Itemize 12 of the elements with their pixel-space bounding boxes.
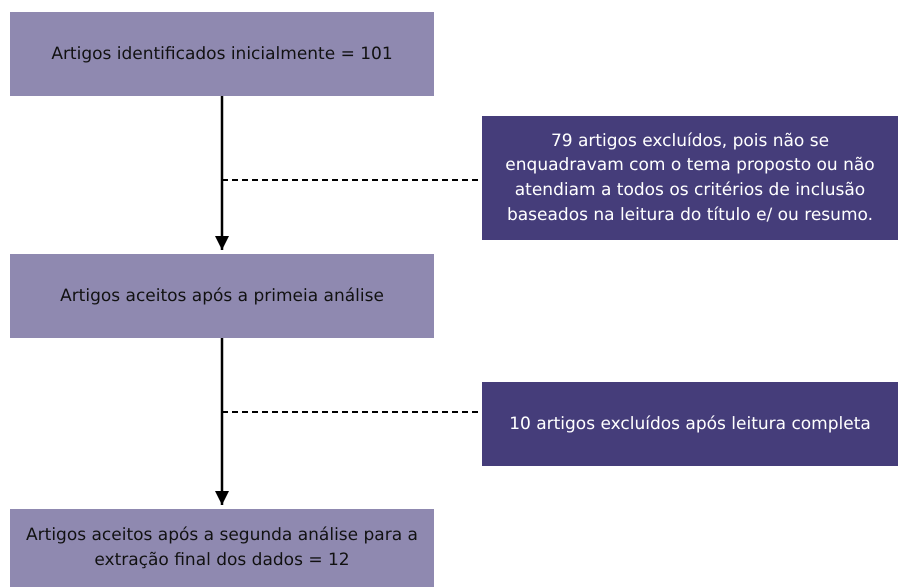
box-text: Artigos identificados inicialmente = 101 <box>51 42 393 66</box>
arrow <box>215 96 229 250</box>
box-text: Artigos aceitos após a primeia análise <box>60 284 384 308</box>
process-box <box>482 382 898 466</box>
process-box <box>10 254 434 338</box>
arrow <box>215 338 229 505</box>
process-box <box>482 116 898 240</box>
box-text: 79 artigos excluídos, pois não se enquadravam com o tema proposto ou não atendiam a todos os critérios de inclusão baseados na leitura do título e/ ou resumo. <box>504 130 876 227</box>
process-box <box>10 509 434 587</box>
process-box <box>10 12 434 96</box>
box-text: Artigos aceitos após a segunda análise para a extração final dos dados = 12 <box>25 524 419 572</box>
box-text: 10 artigos excluídos após leitura completa <box>509 412 871 436</box>
